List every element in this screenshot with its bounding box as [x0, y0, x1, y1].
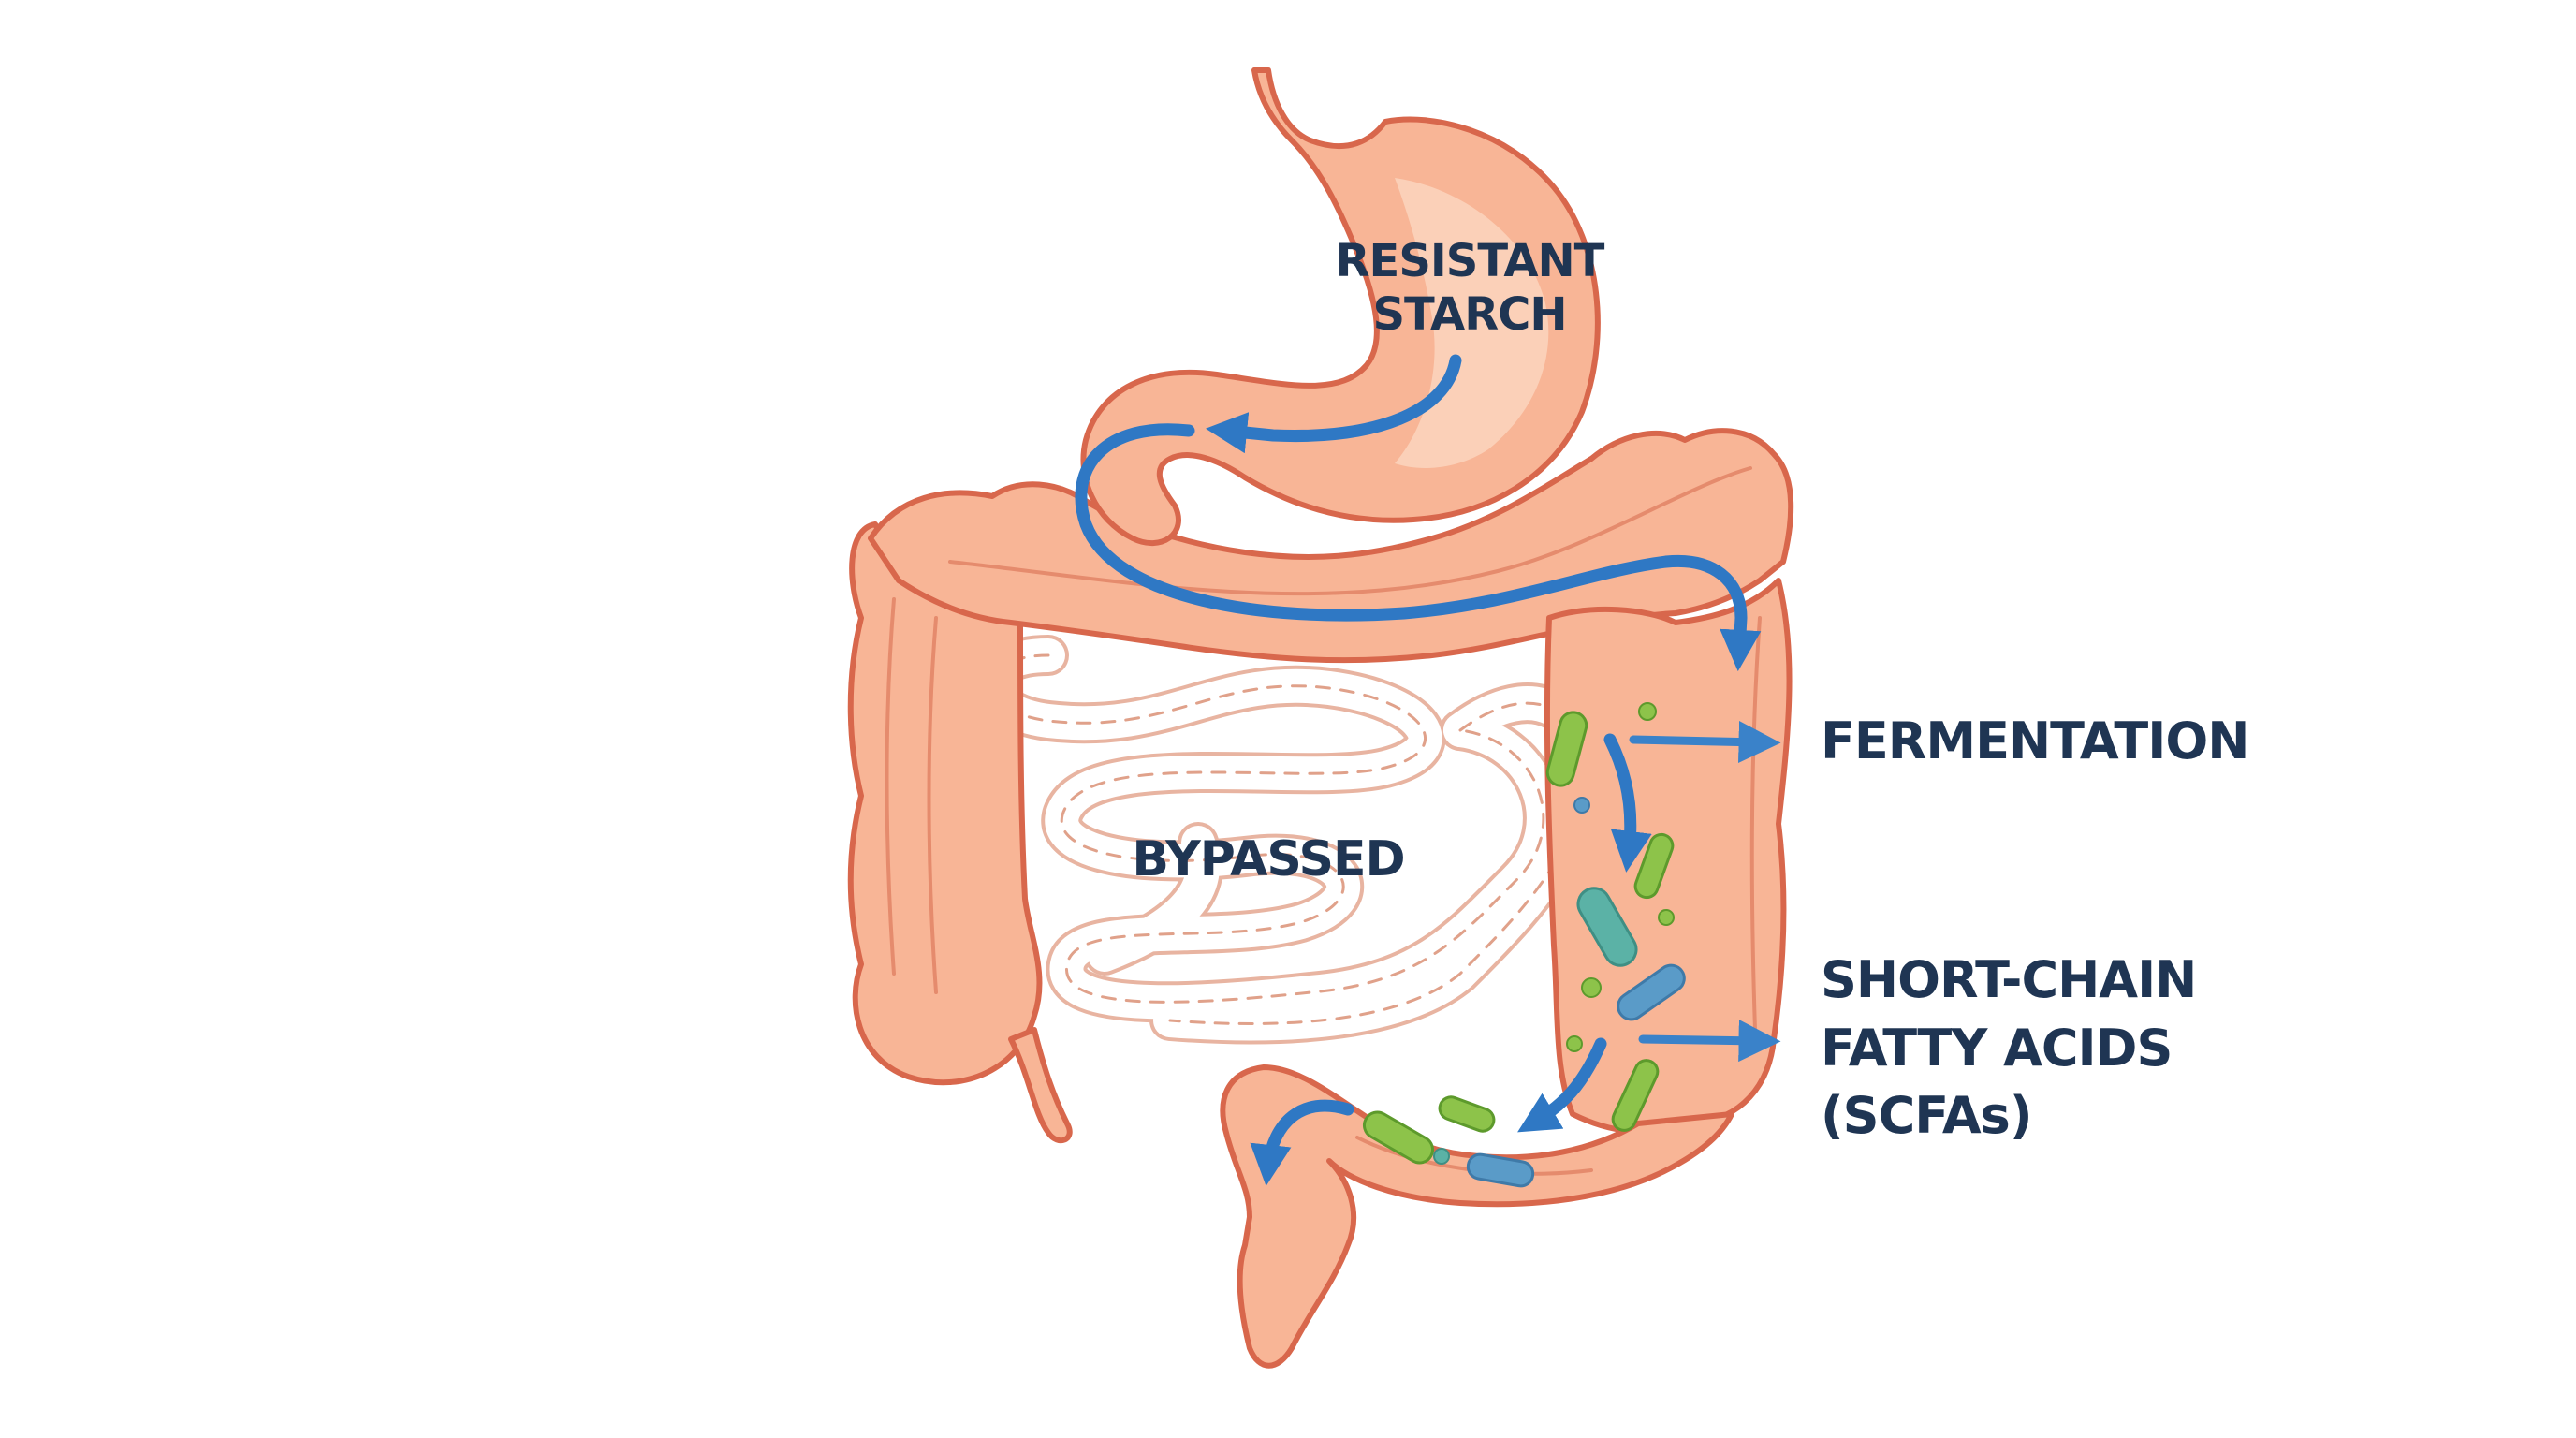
flow-arrow [1206, 354, 1462, 454]
bacterium [1658, 909, 1675, 926]
bacterium [1438, 1095, 1496, 1133]
flow-arrow [1517, 1037, 1607, 1133]
fermentation-arrow [1629, 721, 1781, 763]
bacterium [1362, 1110, 1435, 1165]
label-fermentation: FERMENTATION [1821, 712, 2248, 770]
flow-arrow [1250, 1099, 1354, 1186]
flow-arrow [1603, 733, 1652, 873]
label-scfa-2: FATTY ACIDS [1821, 1019, 2172, 1078]
bacterium [1581, 977, 1602, 998]
bacterium [1566, 1035, 1583, 1052]
bacteria-cluster [1362, 702, 1686, 1188]
bacterium [1638, 702, 1657, 721]
label-scfa-3: (SCFAs) [1821, 1086, 2032, 1145]
label-bypassed: BYPASSED [1132, 831, 1404, 888]
label-scfa-1: SHORT-CHAIN [1821, 950, 2196, 1009]
flow-arrow [1075, 423, 1762, 672]
bacterium [1545, 711, 1588, 787]
bacterium [1573, 797, 1590, 814]
bacterium [1576, 887, 1638, 967]
bacterium [1611, 1059, 1660, 1132]
label-resistant-starch-1: RESISTANT [1336, 235, 1605, 287]
bacterium [1466, 1152, 1535, 1188]
scfa-arrow [1638, 1020, 1781, 1063]
bacterium [1617, 963, 1686, 1021]
bacterium [1433, 1148, 1450, 1165]
label-resistant-starch-2: STARCH [1372, 288, 1566, 341]
resistant-starch-flow [1075, 354, 1762, 1186]
